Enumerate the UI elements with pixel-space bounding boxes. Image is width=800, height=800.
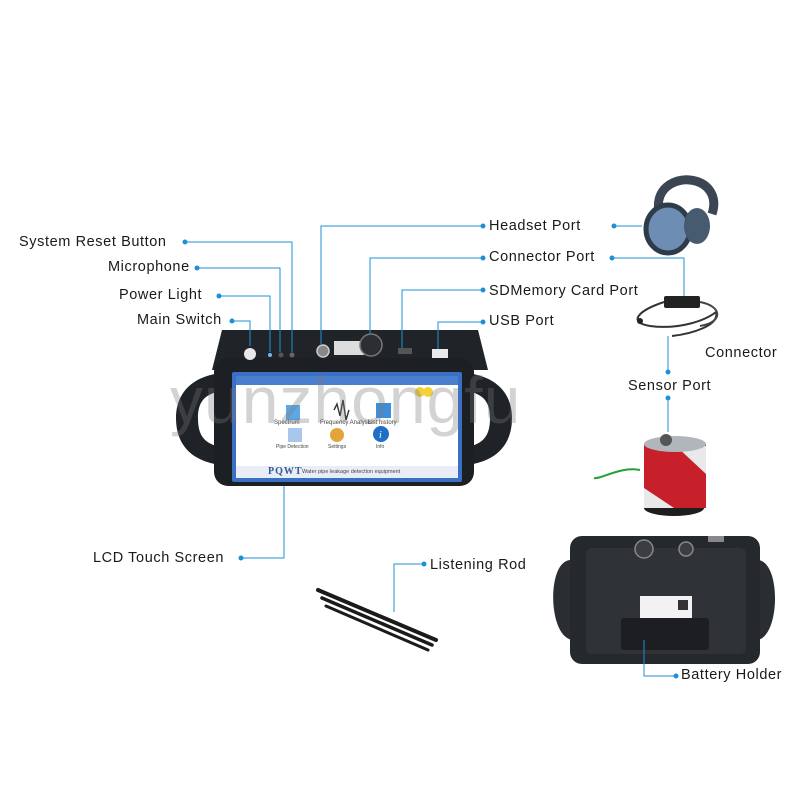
screen-menu-settings: Settings [328,444,347,450]
label-main-switch: Main Switch [137,312,222,328]
screen-menu-history: List history [368,420,397,426]
main-device: i [176,330,512,486]
sd-card-port-icon [398,348,412,354]
device-subtitle: Water pipe leakage detection equipment [302,469,401,475]
label-headset-port: Headset Port [489,218,581,234]
label-connector-port: Connector Port [489,249,595,265]
device-back-image [553,536,776,664]
headset-image [643,175,719,256]
screen-menu-spectrum: Spectrum [274,420,300,426]
power-light-icon [268,353,272,357]
connector-cable [334,341,364,355]
svg-text:i: i [379,430,382,441]
label-system-reset: System Reset Button [19,234,167,250]
label-usb-port: USB Port [489,313,555,329]
label-sensor-port: Sensor Port [628,378,712,394]
label-sd-card-port: SDMemory Card Port [489,283,639,299]
main-switch-icon [244,348,256,360]
connector-port-icon [359,333,383,357]
watermark: yunzhongfu [170,363,522,437]
microphone-icon [278,352,284,358]
screen-menu-frequency: Frequency Analysis [320,420,373,426]
headset-port-icon [316,344,330,358]
sensor-image [593,434,706,516]
reset-button-icon [289,352,295,358]
device-brand: PQWT [268,466,303,477]
label-power-light: Power Light [119,287,203,303]
listening-rod-image [316,588,438,652]
screen-menu-pipe: Pipe Detection [276,444,309,450]
connector-cable-image [636,296,719,337]
leader-lines [185,225,685,677]
usb-port-icon [432,349,448,358]
label-connector: Connector [705,345,778,361]
label-microphone: Microphone [108,259,190,275]
screen-menu-info: Info [376,444,385,450]
label-battery-holder: Battery Holder [681,667,783,683]
label-lcd-screen: LCD Touch Screen [93,550,225,566]
label-listening-rod: Listening Rod [430,557,527,573]
leader-dots [182,223,679,679]
